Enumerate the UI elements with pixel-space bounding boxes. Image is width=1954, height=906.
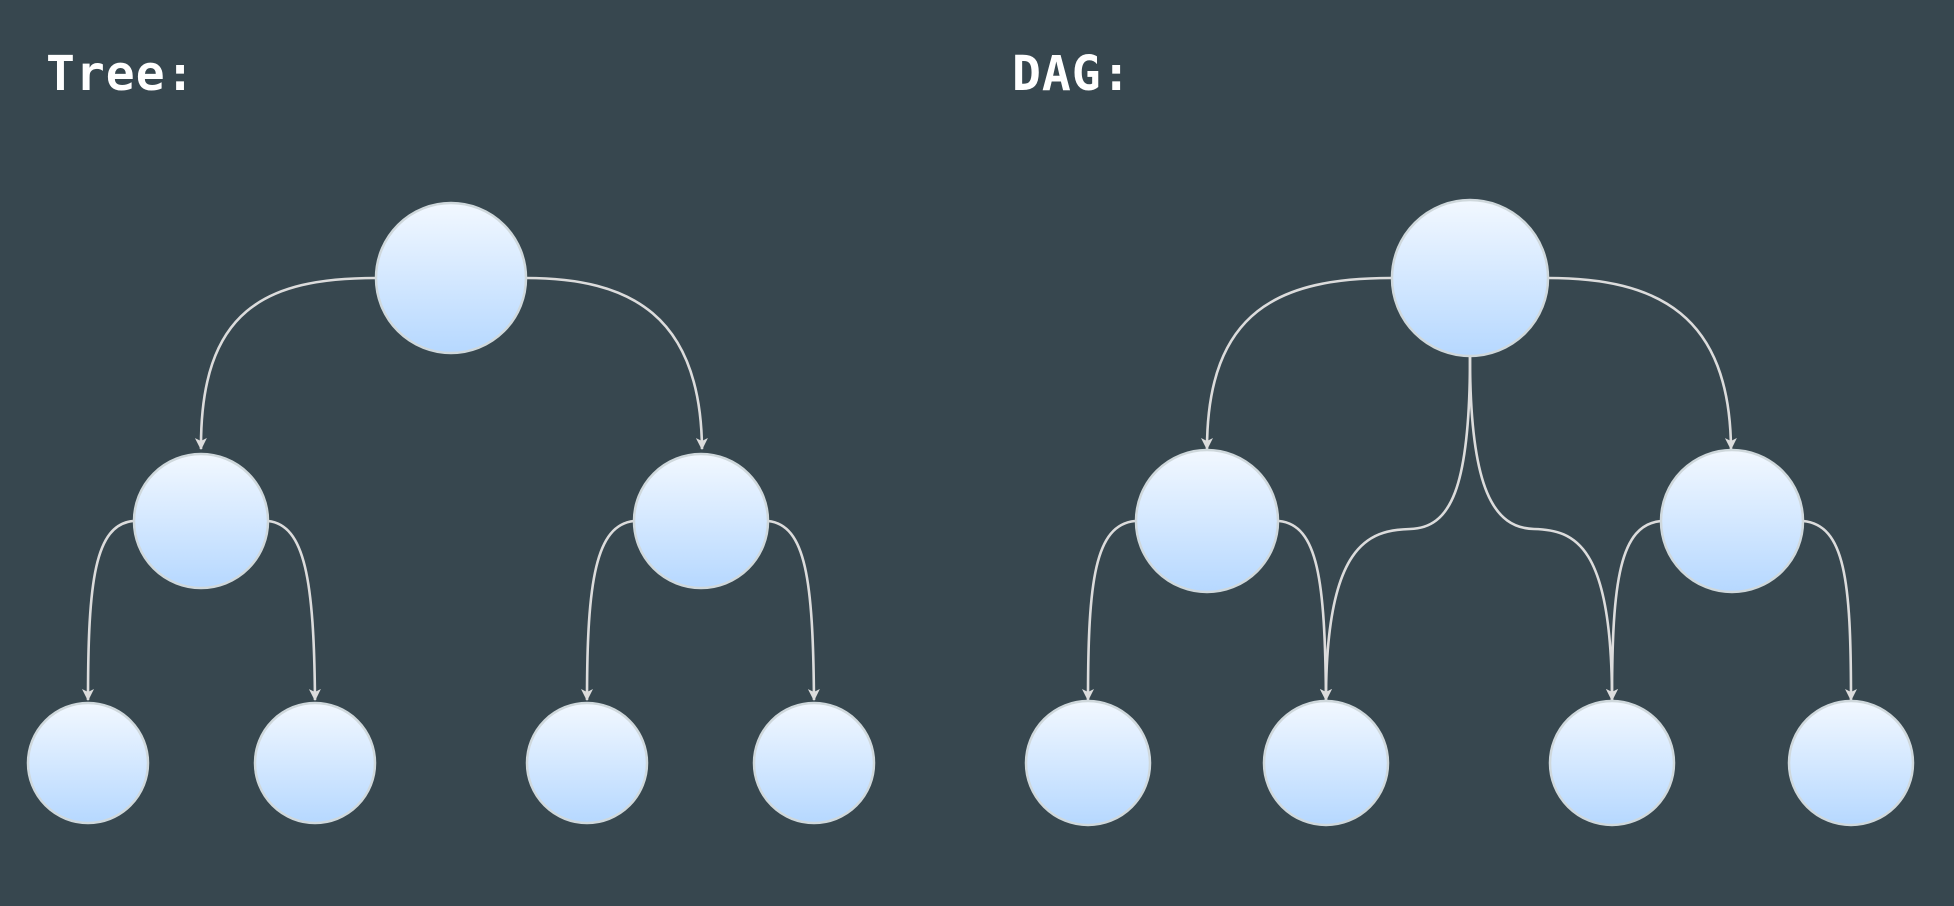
tree-node-left-right	[253, 701, 377, 825]
dag-edge-root-leaf3	[1468, 356, 1618, 701]
tree-edge-right-rightright	[767, 519, 820, 701]
tree-nodes	[26, 201, 876, 825]
tree-node-left-left	[26, 701, 150, 825]
dag-edge-root-leaf2	[1320, 356, 1472, 701]
dag-diagram	[1024, 198, 1915, 827]
tree-node-right	[632, 452, 770, 590]
dag-node-leaf-4	[1787, 699, 1915, 827]
dag-edge-right-leaf3	[1606, 519, 1662, 701]
tree-node-left	[132, 452, 270, 590]
tree-node-right-left	[525, 701, 649, 825]
dag-edge-left-leaf2	[1278, 519, 1332, 701]
dag-node-leaf-3	[1548, 699, 1676, 827]
dag-node-root	[1390, 198, 1550, 358]
dag-edges	[1082, 276, 1857, 701]
tree-edge-right-rightleft	[581, 519, 635, 701]
dag-edge-root-left	[1201, 276, 1392, 450]
tree-edge-left-leftright	[267, 519, 321, 701]
dag-node-leaf-1	[1024, 699, 1152, 827]
dag-node-left	[1134, 448, 1280, 594]
tree-edge-left-leftleft	[82, 519, 134, 701]
tree-title: Tree:	[46, 46, 196, 102]
tree-node-right-right	[752, 701, 876, 825]
dag-edge-left-leaf1	[1082, 519, 1136, 701]
dag-title: DAG:	[1012, 46, 1132, 102]
dag-edge-right-leaf4	[1802, 519, 1857, 701]
tree-edges	[82, 276, 820, 701]
dag-nodes	[1024, 198, 1915, 827]
tree-edge-root-left	[194, 276, 377, 450]
tree-diagram	[26, 201, 876, 825]
dag-node-right	[1659, 448, 1805, 594]
dag-node-leaf-2	[1262, 699, 1390, 827]
dag-edge-root-right	[1547, 276, 1737, 450]
tree-node-root	[374, 201, 528, 355]
tree-edge-root-right	[525, 276, 708, 450]
